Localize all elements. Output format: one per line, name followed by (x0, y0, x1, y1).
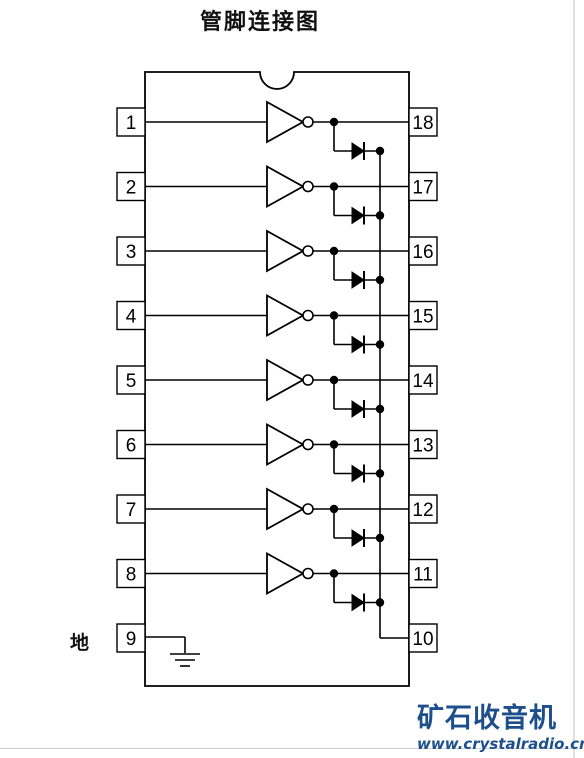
pin-label: 8 (126, 565, 137, 586)
inverter-symbol (266, 164, 305, 209)
diode-symbol (351, 464, 365, 483)
diode-symbol (351, 593, 365, 612)
ground-symbol (145, 636, 200, 667)
pin-label: 13 (412, 436, 433, 457)
pin-label: 4 (126, 307, 137, 328)
driver-channel (145, 229, 409, 289)
diode-symbol (351, 400, 365, 418)
pin-7: 7 (116, 494, 146, 524)
pin-6: 6 (116, 429, 146, 460)
pin-label: 15 (412, 307, 433, 328)
pin-label: 12 (412, 500, 433, 521)
pin-18: 18 (408, 107, 438, 137)
diagram-title: 管脚连接图 (199, 9, 320, 35)
diode-symbol (351, 271, 365, 289)
inverter-symbol (266, 293, 305, 338)
pin-1: 1 (116, 107, 146, 137)
pin-11: 11 (408, 558, 438, 589)
pin-label: 18 (412, 113, 433, 134)
pin-3: 3 (116, 236, 146, 266)
diode-symbol (351, 142, 365, 160)
pin-2: 2 (116, 171, 146, 202)
pin-label: 7 (126, 500, 137, 521)
driver-channel (145, 487, 409, 547)
pin-12: 12 (408, 494, 438, 524)
pin-5: 5 (116, 365, 146, 395)
inverter-symbol (266, 358, 305, 402)
driver-channel (145, 100, 409, 160)
driver-channel (145, 422, 409, 483)
driver-channel (145, 551, 409, 612)
driver-channel (145, 293, 409, 354)
pin-label: 14 (412, 371, 434, 392)
pin-label: 16 (412, 242, 433, 263)
inverter-symbol (266, 487, 305, 531)
pin-8: 8 (116, 558, 146, 589)
inverter-symbol (266, 229, 305, 273)
pin-label: 11 (413, 565, 433, 586)
inverter-symbol (266, 422, 305, 467)
watermark-url: www.crystalradio.cn (417, 735, 584, 753)
pin-15: 15 (408, 300, 438, 331)
pin-label: 3 (126, 242, 137, 263)
pin-label: 1 (126, 113, 137, 134)
watermark-name: 矿石收音机 (417, 703, 557, 734)
pin-9: 9 (116, 623, 146, 653)
page-edge-rule (573, 0, 575, 758)
ground-label: 地 (70, 632, 90, 654)
pin-label: 2 (126, 178, 137, 199)
pin-4: 4 (116, 300, 146, 331)
diode-symbol (351, 529, 365, 547)
pin-13: 13 (408, 429, 438, 460)
pin-14: 14 (408, 365, 438, 395)
pin-label: 10 (412, 629, 433, 650)
page-bottom-rule (0, 748, 575, 749)
inverter-symbol (266, 100, 305, 144)
diode-symbol (351, 206, 365, 225)
diode-symbol (351, 335, 365, 354)
pin-10: 10 (408, 623, 438, 653)
pin-label: 17 (412, 178, 433, 199)
pin-label: 6 (126, 436, 137, 457)
inverter-symbol (266, 551, 305, 596)
pin-label: 9 (126, 629, 137, 650)
pin-16: 16 (408, 236, 438, 266)
pin-label: 5 (126, 371, 137, 392)
pin-17: 17 (408, 171, 438, 202)
